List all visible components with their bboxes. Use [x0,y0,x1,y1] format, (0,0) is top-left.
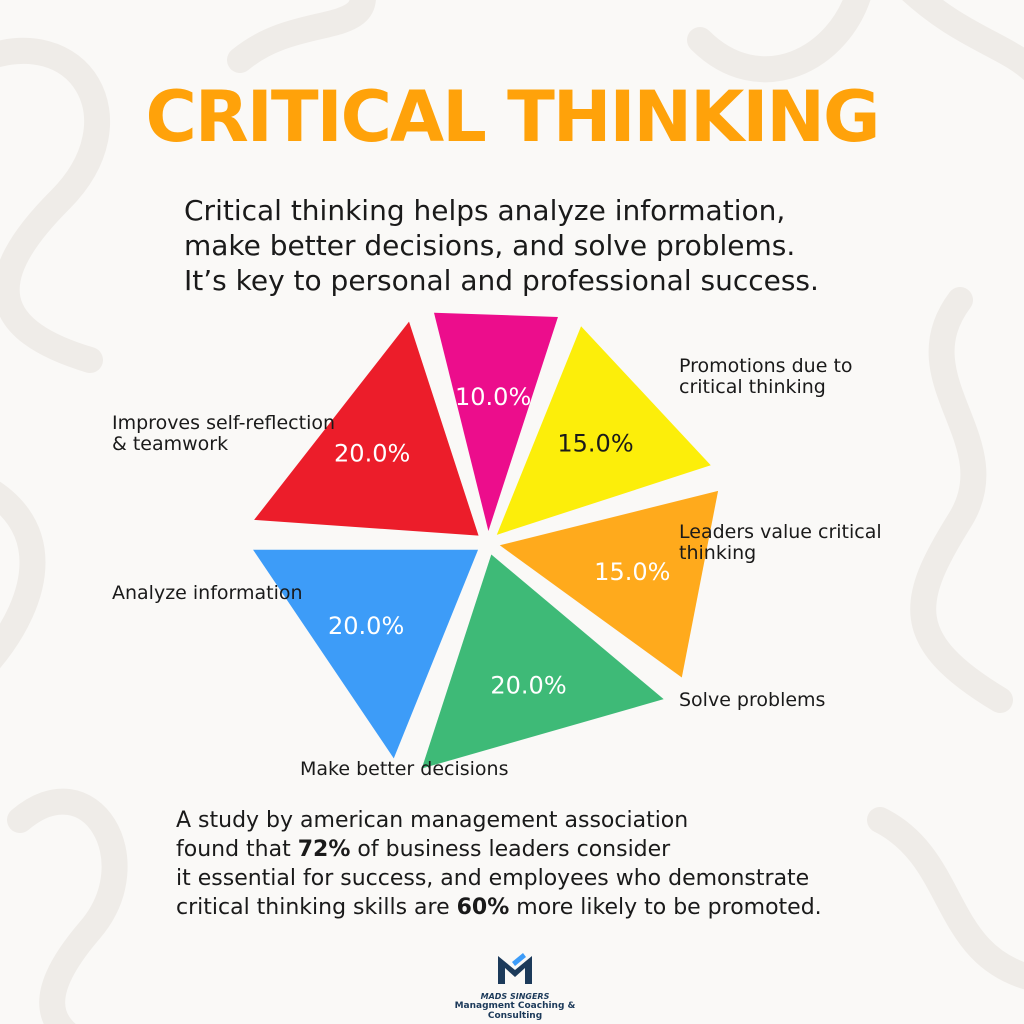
slice-value-label: 20.0% [490,671,566,699]
category-label-line: Solve problems [679,689,826,711]
study-paragraph: A study by american management associati… [176,806,936,922]
stat-72: 72% [297,837,351,862]
subtitle-line: Critical thinking helps analyze informat… [184,194,786,227]
page-title: CRITICAL THINKING [145,76,881,158]
category-label-line: Make better decisions [300,758,509,780]
pie-segment [254,321,479,536]
category-label-line: thinking [679,542,757,564]
study-line: critical thinking skills are 60% more li… [176,895,822,920]
category-label-line: critical thinking [679,376,826,398]
subtitle: Critical thinking helps analyze informat… [184,193,944,298]
brand-logo: MADS SINGERS Managment Coaching & Consul… [430,952,600,1021]
stat-60: 60% [456,895,510,920]
slice-value-label: 10.0% [455,383,531,411]
logo-tagline: Managment Coaching & Consulting [454,1001,576,1021]
logo-mark-icon [498,953,532,984]
slice-value-label: 15.0% [557,430,633,458]
subtitle-line: make better decisions, and solve problem… [184,229,796,262]
category-label-line: Promotions due to [679,355,853,377]
category-label-line: Improves self-reflection [112,412,336,434]
category-label: Solve problems [679,690,825,711]
category-label: Make better decisions [300,759,509,780]
pie-segment [499,490,719,678]
category-label-line: Analyze information [112,582,303,604]
category-label-line: Leaders value critical [679,521,882,543]
slice-value-label: 15.0% [594,558,670,586]
study-line: found that 72% of business leaders consi… [176,837,671,862]
study-line: it essential for success, and employees … [176,866,810,891]
category-label-line: & teamwork [112,433,229,455]
pie-segment [496,326,711,535]
study-line: A study by american management associati… [176,808,689,833]
slice-value-label: 20.0% [334,439,410,467]
category-label: Improves self-reflection& teamwork [112,413,335,455]
slice-value-label: 20.0% [328,612,404,640]
pie-segment [433,312,558,532]
category-label: Analyze information [112,583,303,604]
pie-segment [421,554,664,769]
logo-name: MADS SINGERS [480,992,550,1001]
subtitle-line: It’s key to personal and professional su… [184,264,819,297]
pie-segment [253,549,479,759]
